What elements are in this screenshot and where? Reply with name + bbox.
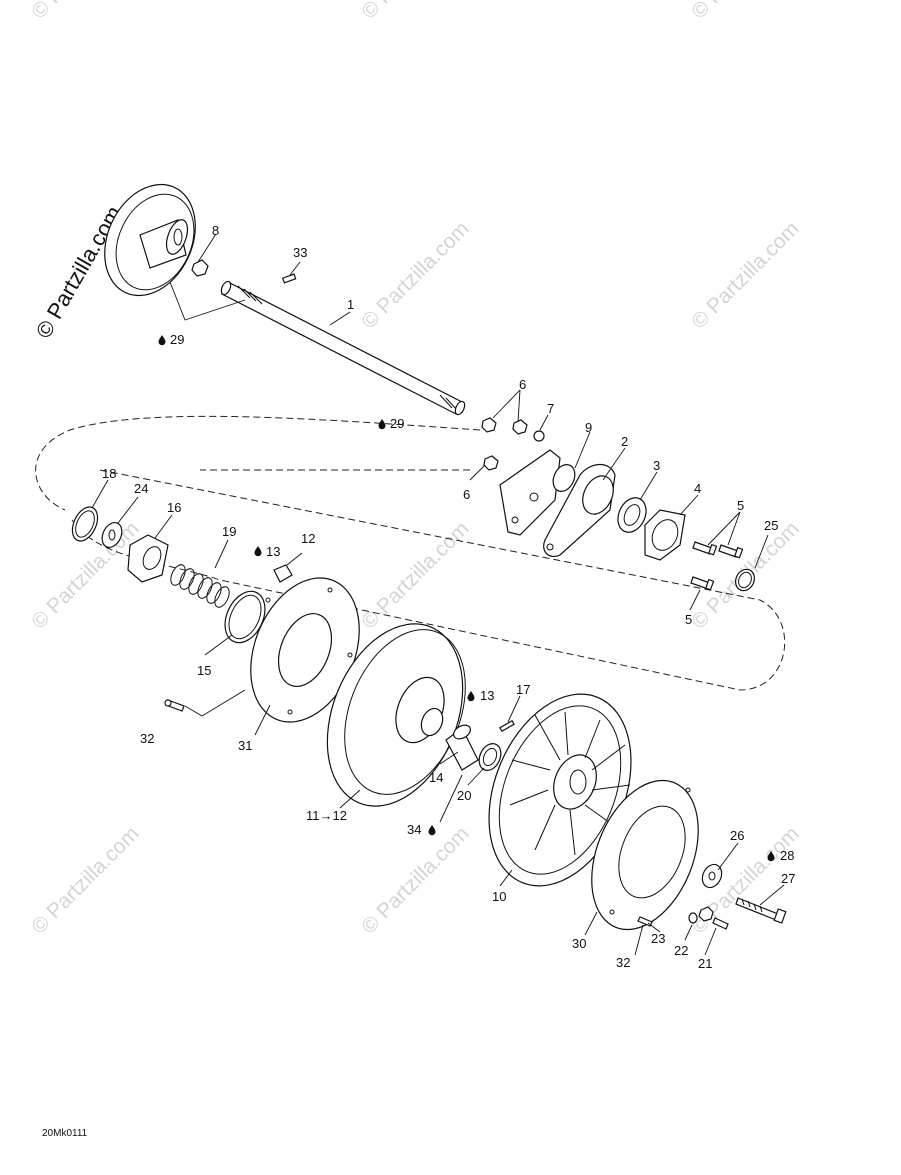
watermark: © Partzilla.com — [357, 217, 473, 333]
callout: 13 — [480, 688, 494, 703]
callout: 29 — [170, 332, 184, 347]
callout: 10 — [492, 889, 506, 904]
callout: 16 — [167, 500, 181, 515]
lubricant-drop-icon — [158, 335, 166, 346]
callout: 33 — [293, 245, 307, 260]
callout: 14 — [429, 770, 443, 785]
callout: 32 — [616, 955, 630, 970]
watermark: © Partzilla.com — [687, 217, 803, 333]
watermark: © Partzilla.com — [27, 0, 143, 24]
fixed-sheave-part-10 — [488, 693, 632, 887]
callout: 30 — [572, 936, 586, 951]
bolt-part-5 — [690, 576, 715, 591]
callout: 6 — [519, 377, 526, 392]
slider-part-12 — [273, 564, 293, 583]
watermark: © Partzilla.com — [27, 822, 143, 938]
circlip-part-18 — [71, 506, 99, 542]
drive-belt-outline — [35, 415, 786, 691]
callout: 34 — [407, 822, 421, 837]
callout: 12 — [301, 531, 315, 546]
drive-pulley-half — [104, 183, 196, 297]
callout: 2 — [621, 434, 628, 449]
drawing-code: 20Mk0111 — [42, 1128, 88, 1139]
washer-part-26 — [701, 863, 723, 889]
watermark: © Partzilla.com — [687, 0, 803, 24]
callout: 31 — [238, 738, 252, 753]
screw-part-32 — [164, 699, 185, 712]
nut-part-6 — [481, 417, 497, 433]
nut-part-21 — [698, 906, 714, 922]
callout: 23 — [651, 931, 665, 946]
housing-part-4 — [644, 509, 686, 561]
callout: 3 — [653, 458, 660, 473]
lubricant-drop-icon — [254, 546, 262, 557]
callout: 28 — [780, 848, 794, 863]
washer-part-7 — [533, 430, 545, 442]
callout: 19 — [222, 524, 236, 539]
callout: 7 — [547, 401, 554, 416]
lubricant-drop-icon — [378, 419, 386, 430]
callout: 27 — [781, 871, 795, 886]
callout: 5 — [737, 498, 744, 513]
callout: 24 — [134, 481, 148, 496]
callout: 17 — [516, 682, 530, 697]
washer-part-24 — [101, 522, 123, 548]
callout: 11→12 — [306, 808, 347, 823]
nut-part-6 — [512, 419, 528, 435]
callout: 29 — [390, 416, 404, 431]
callout: 26 — [730, 828, 744, 843]
callout: 15 — [197, 663, 211, 678]
bracket-part-9 — [499, 449, 576, 536]
nut-part-6 — [483, 455, 499, 471]
watermark: © Partzilla.com — [357, 822, 473, 938]
watermark: © Partzilla.com — [357, 517, 473, 633]
callout: 22 — [674, 943, 688, 958]
lubricant-drop-icon — [467, 691, 475, 702]
plate-part-2 — [543, 463, 616, 558]
sliding-sheave-part-11 — [326, 623, 466, 807]
callout: 8 — [212, 223, 219, 238]
callout: 18 — [102, 466, 116, 481]
shaft-part-1 — [220, 280, 466, 416]
bolt-part-5 — [692, 541, 718, 556]
callout: 20 — [457, 788, 471, 803]
screw-part-21 — [712, 917, 729, 930]
leader-lines — [91, 233, 785, 956]
callout: 6 — [463, 487, 470, 502]
back-cover-part-30 — [591, 779, 699, 931]
callout: 9 — [585, 420, 592, 435]
bushing-part-14 — [445, 724, 479, 771]
key-part-17 — [499, 719, 515, 733]
ring-part-25 — [735, 568, 755, 592]
nut-part-8 — [191, 259, 209, 277]
cover-plate-part-31 — [250, 577, 360, 723]
callout: 5 — [685, 612, 692, 627]
washer-part-22 — [688, 912, 698, 924]
callout: 1 — [347, 297, 354, 312]
callout: 21 — [698, 956, 712, 971]
callout: 4 — [694, 481, 701, 496]
bolt-part-5 — [718, 544, 744, 559]
callout: 25 — [764, 518, 778, 533]
key-part-33 — [281, 273, 297, 284]
lubricant-drop-icon — [428, 825, 436, 836]
bolt-part-27 — [735, 897, 787, 924]
callout: 32 — [140, 731, 154, 746]
bearing-part-3 — [617, 497, 647, 533]
callout: 13 — [266, 544, 280, 559]
watermark: © Partzilla.com — [357, 0, 473, 24]
spring-part-19 — [170, 564, 230, 608]
callout-labels: 1 2 3 4 5 5 6 6 7 8 9 10 11→12 12 13 13 … — [102, 223, 795, 971]
cam-part-16 — [127, 534, 169, 583]
